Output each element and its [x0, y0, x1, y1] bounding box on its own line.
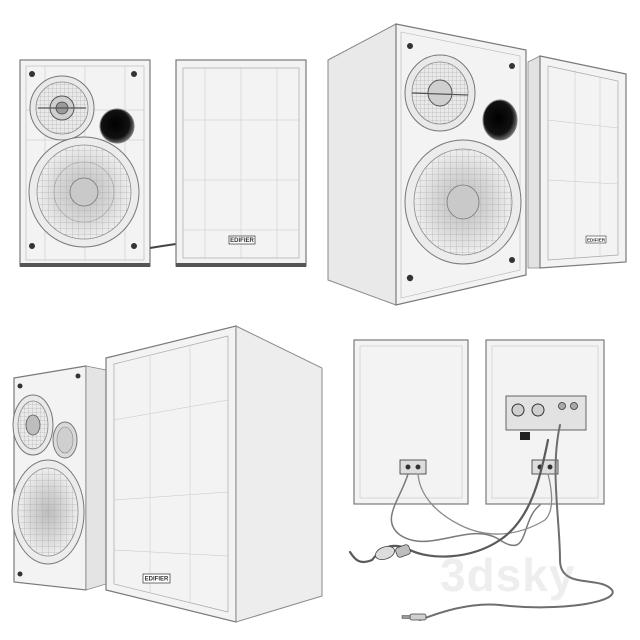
tweeter-driver: [29, 75, 95, 141]
speaker-rear-active: [485, 339, 605, 505]
speaker-grille-forward: EDIFIER: [105, 325, 323, 623]
speaker-cable: [149, 243, 177, 249]
speaker-terminal: [399, 459, 427, 475]
brand-badge-text: EDIFIER: [587, 238, 606, 243]
power-switch: [520, 432, 530, 440]
speaker-grille-angled: EDIFIER: [527, 55, 627, 269]
tweeter-driver: [404, 54, 476, 132]
audio-jack: [401, 613, 427, 621]
brand-badge: [228, 235, 256, 245]
bass-port: [99, 108, 135, 144]
speaker-front-angled: [395, 23, 527, 306]
cabinet-side: [327, 23, 397, 306]
speaker-front-rear: [11, 365, 107, 591]
woofer-driver: [28, 136, 140, 248]
speaker-terminal: [531, 459, 559, 475]
speaker-grille-front: EDIFIER: [175, 59, 307, 267]
view-front-and-grille: EDIFIER: [19, 59, 307, 267]
brand-badge-text: EDIFIER: [145, 577, 169, 583]
brand-badge-text: EDIFIER: [230, 238, 254, 244]
view-angled-front: EDIFIER: [327, 23, 627, 306]
power-plug: [374, 544, 411, 560]
speaker-front-left: [19, 59, 151, 267]
view-angled-pair: EDIFIER: [11, 325, 323, 623]
bass-port: [482, 99, 518, 141]
woofer-driver: [404, 139, 522, 265]
watermark: 3dsky: [440, 549, 576, 601]
volume-knob: [511, 403, 525, 417]
speaker-rear-passive: [353, 339, 469, 505]
view-rear-with-cables: [348, 339, 614, 621]
bass-knob: [531, 403, 545, 417]
